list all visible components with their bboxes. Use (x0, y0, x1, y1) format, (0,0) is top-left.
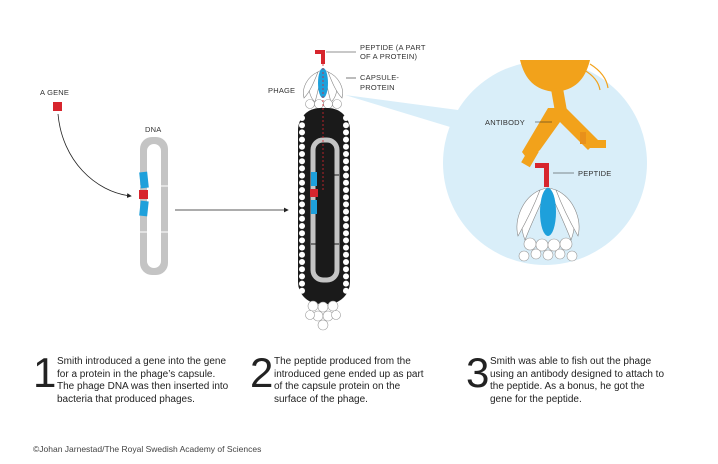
capsule-bead (343, 237, 349, 244)
capsule-bead (299, 158, 305, 165)
capsule-bead (343, 287, 349, 294)
peptide-part-label-2: OF A PROTEIN) (360, 52, 417, 61)
capsule-bead (299, 273, 305, 280)
capsule-bead (299, 259, 305, 265)
step-2-text: The peptide produced from the introduced… (274, 356, 424, 405)
step-3-text: Smith was able to fish out the phage usi… (490, 356, 665, 405)
capsule-bead (343, 223, 349, 229)
capsule-bead (343, 122, 349, 129)
dna-label: DNA (145, 125, 161, 134)
capsule-bead (343, 129, 349, 136)
capsule-bead (299, 251, 305, 258)
gene-square-icon (53, 102, 62, 111)
capsule-bead (343, 158, 349, 165)
antibody-label: ANTIBODY (485, 118, 525, 127)
capsule-bead (343, 136, 349, 143)
capsule-bead (299, 143, 305, 150)
step-2: 2 The peptide produced from the introduc… (250, 352, 450, 432)
capsule-bead (299, 201, 305, 208)
capsule-bead (299, 115, 305, 121)
capsule-bead (343, 230, 349, 237)
capsule-bead (299, 287, 305, 294)
capsule-bead (299, 280, 305, 287)
peptide-label: PEPTIDE (578, 169, 612, 178)
phage-icon (298, 50, 350, 331)
antibody-icon (520, 60, 609, 168)
capsule-bead (343, 251, 349, 258)
capsule-bead (299, 237, 305, 244)
peptide-part-label-1: PEPTIDE (A PART (360, 43, 426, 52)
capsule-bead (299, 223, 305, 229)
gene-insert-arrow (57, 113, 132, 198)
capsule-bead (343, 115, 349, 121)
capsule-bead (343, 143, 349, 150)
capsule-bead (299, 194, 305, 201)
step-1-number: 1 (33, 349, 57, 396)
gene-label: A GENE (40, 88, 69, 97)
capsule-bead (299, 230, 305, 237)
capsule-label-1: CAPSULE- (360, 73, 399, 82)
capsule-bead (299, 172, 305, 179)
capsule-bead (299, 179, 305, 186)
step-1-text: Smith introduced a gene into the gene fo… (57, 356, 229, 405)
capsule-bead (343, 201, 349, 208)
capsule-bead (343, 266, 349, 273)
capsule-bead (343, 280, 349, 287)
capsule-bead (343, 194, 349, 201)
capsule-bead (343, 273, 349, 280)
dna-strand-icon (139, 137, 168, 275)
capsule-bead (299, 122, 305, 129)
capsule-bead (299, 165, 305, 172)
capsule-bead (343, 244, 349, 251)
capsule-bead (299, 129, 305, 136)
phage-tip-icon (516, 163, 580, 262)
capsule-bead (343, 172, 349, 179)
capsule-bead (343, 215, 349, 222)
capsule-bead (343, 151, 349, 157)
capsule-bead (299, 187, 305, 193)
capsule-bead (343, 187, 349, 193)
capsule-label-2: PROTEIN (360, 83, 395, 92)
capsule-bead (343, 208, 349, 215)
phage-label: PHAGE (268, 86, 295, 95)
capsule-bead (299, 208, 305, 215)
step-2-number: 2 (250, 349, 274, 396)
image-credit: ©Johan Jarnestad/The Royal Swedish Acade… (33, 444, 262, 454)
capsule-bead (299, 215, 305, 222)
capsule-bead (343, 259, 349, 265)
capsule-bead (299, 266, 305, 273)
zoom-connector (345, 95, 460, 130)
capsule-bead (299, 151, 305, 157)
step-3: 3 Smith was able to fish out the phage u… (466, 352, 681, 432)
capsule-bead (299, 136, 305, 143)
capsule-bead (299, 244, 305, 251)
step-1: 1 Smith introduced a gene into the gene … (33, 352, 233, 432)
capsule-bead (343, 165, 349, 172)
capsule-bead (343, 179, 349, 186)
step-3-number: 3 (466, 349, 490, 396)
